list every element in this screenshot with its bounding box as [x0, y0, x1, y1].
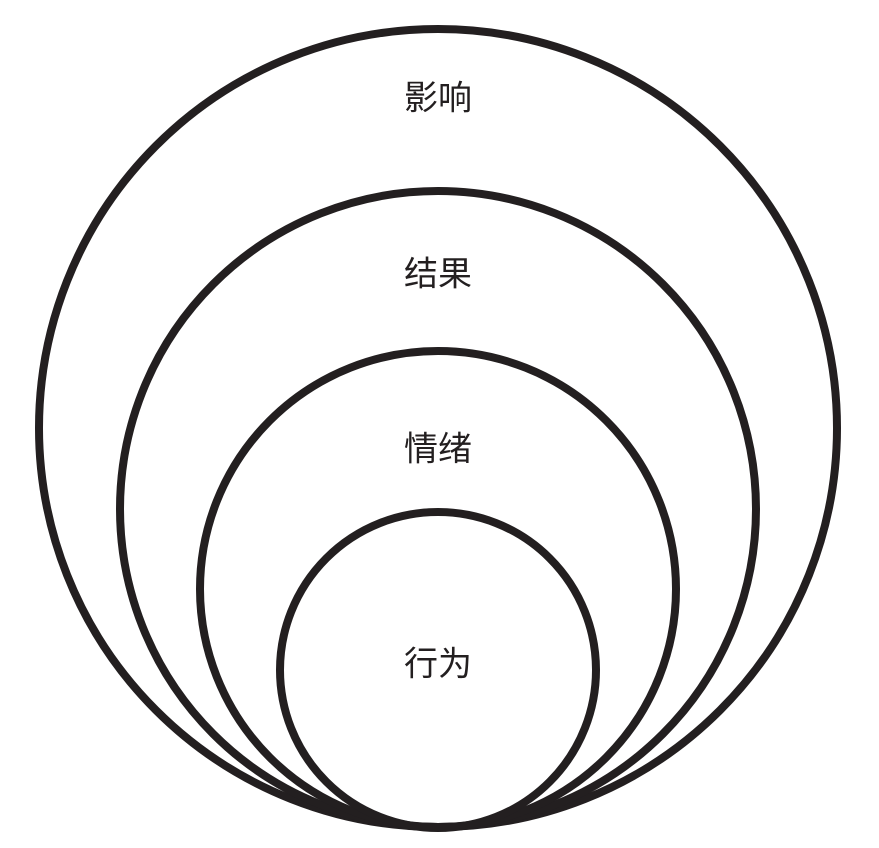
label-behavior: 行为 [404, 645, 472, 685]
label-emotion: 情绪 [404, 430, 472, 470]
label-result: 结果 [404, 255, 472, 295]
ring-behavior [276, 508, 600, 832]
label-impact: 影响 [404, 79, 472, 119]
